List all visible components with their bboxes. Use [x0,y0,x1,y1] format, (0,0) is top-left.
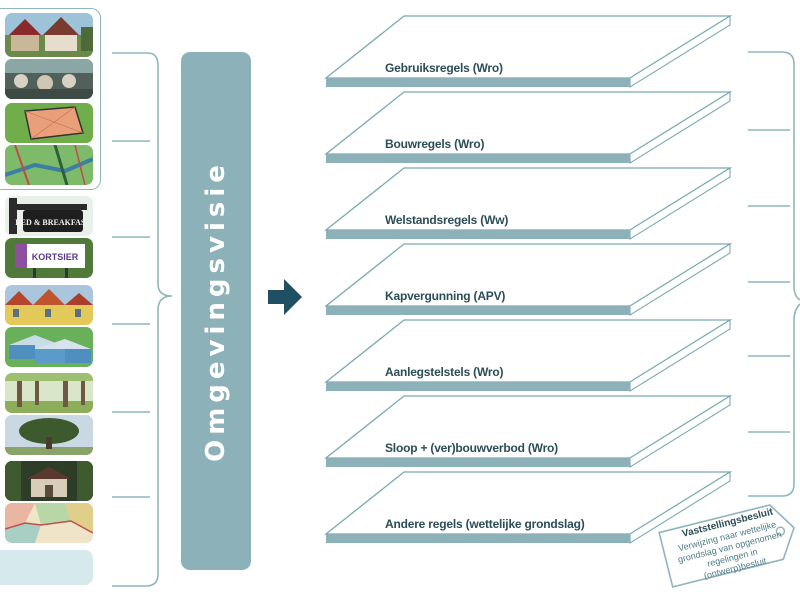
thumbnail-map-roads [5,145,93,185]
layer-plate-3 [324,167,733,240]
layer-plate-1 [324,15,733,88]
omgevingsvisie-bar: Omgevingsvisie [181,52,251,570]
bed-breakfast-sign-text: BED & BREAKFAST [15,218,91,227]
layer-label-7: Andere regels (wettelijke grondslag) [385,517,585,531]
layer-plate-front [326,534,630,543]
layer-label-5: Aanlegstelstels (Wro) [385,365,504,379]
thumbnail-zoning-map [5,503,93,543]
layer-plate-front [326,154,630,163]
thumbnail-rowhouses [5,285,93,325]
thumbnail-bed-breakfast-sign: BED & BREAKFAST [5,196,93,236]
layer-label-3: Welstandsregels (Ww) [385,213,509,227]
thumbnail-kortsier-sign: KORTSIER [5,238,93,278]
layer-plate-front [326,458,630,467]
thumbnail-oak-tree [5,415,93,455]
thumbnail-tree-lane [5,373,93,413]
layer-plate-front [326,78,630,87]
layer-plate-4 [324,243,733,316]
layer-label-2: Bouwregels (Wro) [385,137,485,151]
thumbnail-3d-housing [5,327,93,367]
thumbnail-villa [5,461,93,501]
layer-label-6: Sloop + (ver)bouwverbod (Wro) [385,441,558,455]
thumbnail-map-plot [5,103,93,143]
empty-thumbnail-slot [0,550,93,585]
layer-plate-front [326,230,630,239]
layer-label-4: Kapvergunning (APV) [385,289,506,303]
layer-plate-front [326,382,630,391]
thumbnail-group-1 [0,8,101,190]
vaststellingsbesluit-tag: Vaststellingsbesluit Verwijzing naar wet… [654,496,800,591]
layer-plate-6 [324,395,733,468]
thumbnail-street-houses [5,13,93,57]
layer-plate-front [326,306,630,315]
layer-label-1: Gebruiksregels (Wro) [385,61,503,75]
kortsier-sign-text: KORTSIER [32,252,79,262]
layer-plate-2 [324,91,733,164]
layer-plate-7 [324,471,733,544]
layer-plate-5 [324,319,733,392]
arrow-right-icon [268,279,302,315]
thumbnail-terrace [5,59,93,99]
